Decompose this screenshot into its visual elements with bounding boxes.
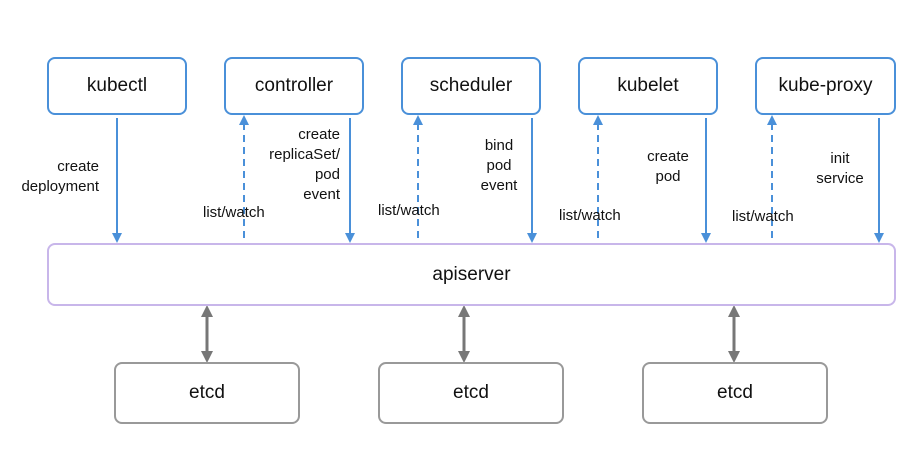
kubelet-action-label: create pod	[647, 148, 689, 185]
apiserver-node: apiserver	[47, 243, 896, 306]
scheduler-action-label: bind pod event	[480, 137, 518, 194]
kubelet-node: kubelet	[578, 57, 718, 115]
controller-node: controller	[224, 57, 364, 115]
scheduler-watch-label: list/watch	[378, 202, 440, 219]
kubelet-watch-label: list/watch	[559, 207, 621, 224]
kube-proxy-node: kube-proxy	[755, 57, 896, 115]
kubectl-action-label: create deployment	[21, 158, 99, 195]
proxy-action-label: init service	[816, 150, 864, 187]
scheduler-node: scheduler	[401, 57, 541, 115]
etcd-node-2: etcd	[378, 362, 564, 424]
proxy-watch-label: list/watch	[732, 208, 794, 225]
etcd-node-1: etcd	[114, 362, 300, 424]
etcd-node-3: etcd	[642, 362, 828, 424]
controller-watch-label: list/watch	[203, 204, 265, 221]
controller-action-label: create replicaSet/ pod event	[269, 126, 340, 203]
kubectl-node: kubectl	[47, 57, 187, 115]
